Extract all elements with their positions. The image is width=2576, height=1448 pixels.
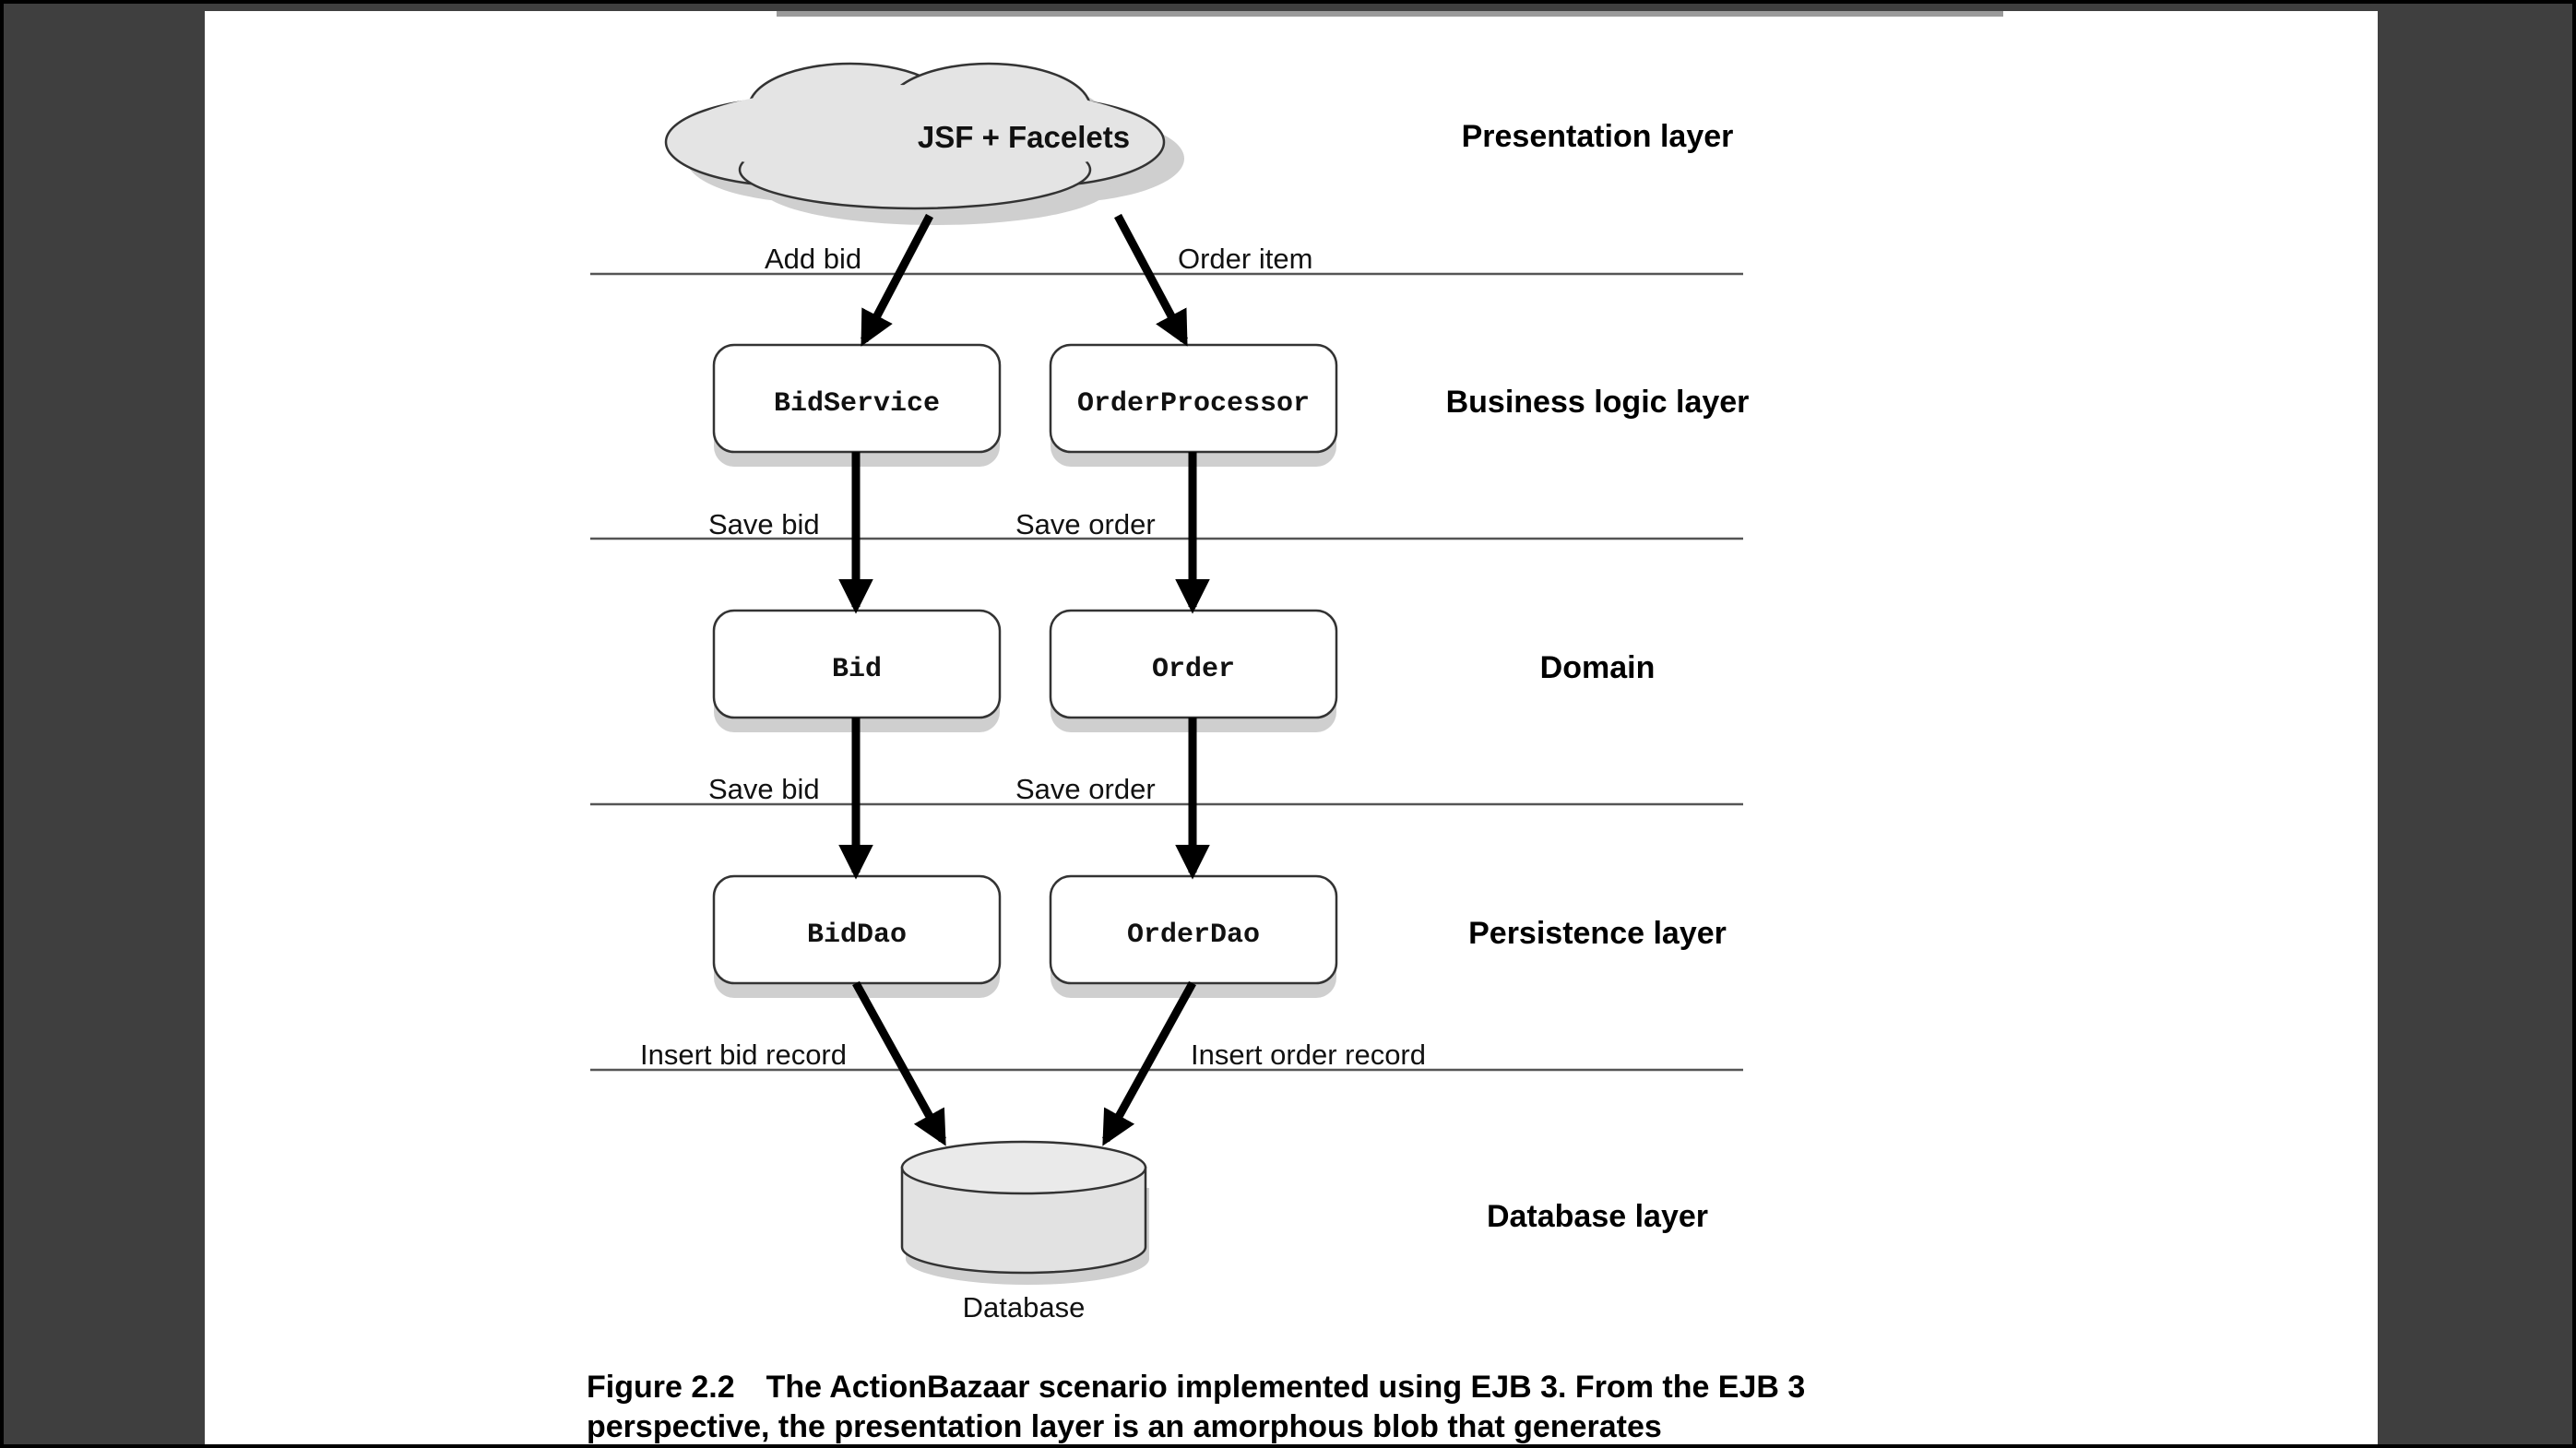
bid-service-label: BidService <box>774 388 940 420</box>
cropped-text-line <box>777 11 2003 17</box>
caption-line-2: perspective, the presentation layer is a… <box>587 1409 1662 1444</box>
edge-label-insert-bid-record: Insert bid record <box>640 1039 847 1071</box>
edge-label-insert-order-record: Insert order record <box>1191 1039 1426 1071</box>
edge-label-save-bid: Save bid <box>708 508 820 540</box>
arrow-insert-order <box>1102 980 1196 1146</box>
order-label: Order <box>1152 654 1235 685</box>
layer-label-domain: Domain <box>1540 650 1656 685</box>
bid-dao-box: BidDao <box>712 874 1002 998</box>
order-processor-box: OrderProcessor <box>1049 343 1338 467</box>
book-page: JSF + Facelets BidService OrderProcessor… <box>205 11 2378 1444</box>
arrows <box>838 213 1210 1146</box>
edge-label-order-item: Order item <box>1178 243 1312 275</box>
cloud-label: JSF + Facelets <box>918 120 1130 154</box>
edge-label-save-bid: Save bid <box>708 773 820 805</box>
order-processor-label: OrderProcessor <box>1077 388 1310 420</box>
arrow-insert-bid <box>852 980 946 1146</box>
arrow-add-bid <box>861 213 933 347</box>
viewer-frame: JSF + Facelets BidService OrderProcessor… <box>4 4 2572 1444</box>
order-dao-label: OrderDao <box>1127 920 1260 951</box>
bid-box: Bid <box>712 609 1002 732</box>
database-cylinder: Database <box>900 1140 1149 1323</box>
caption-figure-label: Figure 2.2 <box>587 1370 735 1405</box>
order-dao-box: OrderDao <box>1049 874 1338 998</box>
bid-dao-label: BidDao <box>807 920 907 951</box>
architecture-diagram: JSF + Facelets BidService OrderProcessor… <box>587 11 2003 1444</box>
caption-text-1: The ActionBazaar scenario implemented us… <box>766 1370 1806 1405</box>
edge-label-add-bid: Add bid <box>765 243 861 275</box>
bid-service-box: BidService <box>712 343 1002 467</box>
edge-label-save-order: Save order <box>1015 773 1156 805</box>
caption-line-1: Figure 2.2 The ActionBazaar scenario impl… <box>587 1370 1805 1405</box>
order-box: Order <box>1049 609 1338 732</box>
layer-label-persistence: Persistence layer <box>1468 916 1727 951</box>
database-label: Database <box>963 1291 1086 1323</box>
layer-label-database: Database layer <box>1487 1199 1708 1234</box>
layer-label-business: Business logic layer <box>1446 385 1750 420</box>
arrow-order-item <box>1114 213 1188 347</box>
presentation-cloud: JSF + Facelets <box>664 62 1184 225</box>
bid-label: Bid <box>832 654 882 685</box>
figure-caption: Figure 2.2 The ActionBazaar scenario impl… <box>587 1370 1805 1444</box>
edge-label-save-order: Save order <box>1015 508 1156 540</box>
layer-label-presentation: Presentation layer <box>1462 119 1734 154</box>
